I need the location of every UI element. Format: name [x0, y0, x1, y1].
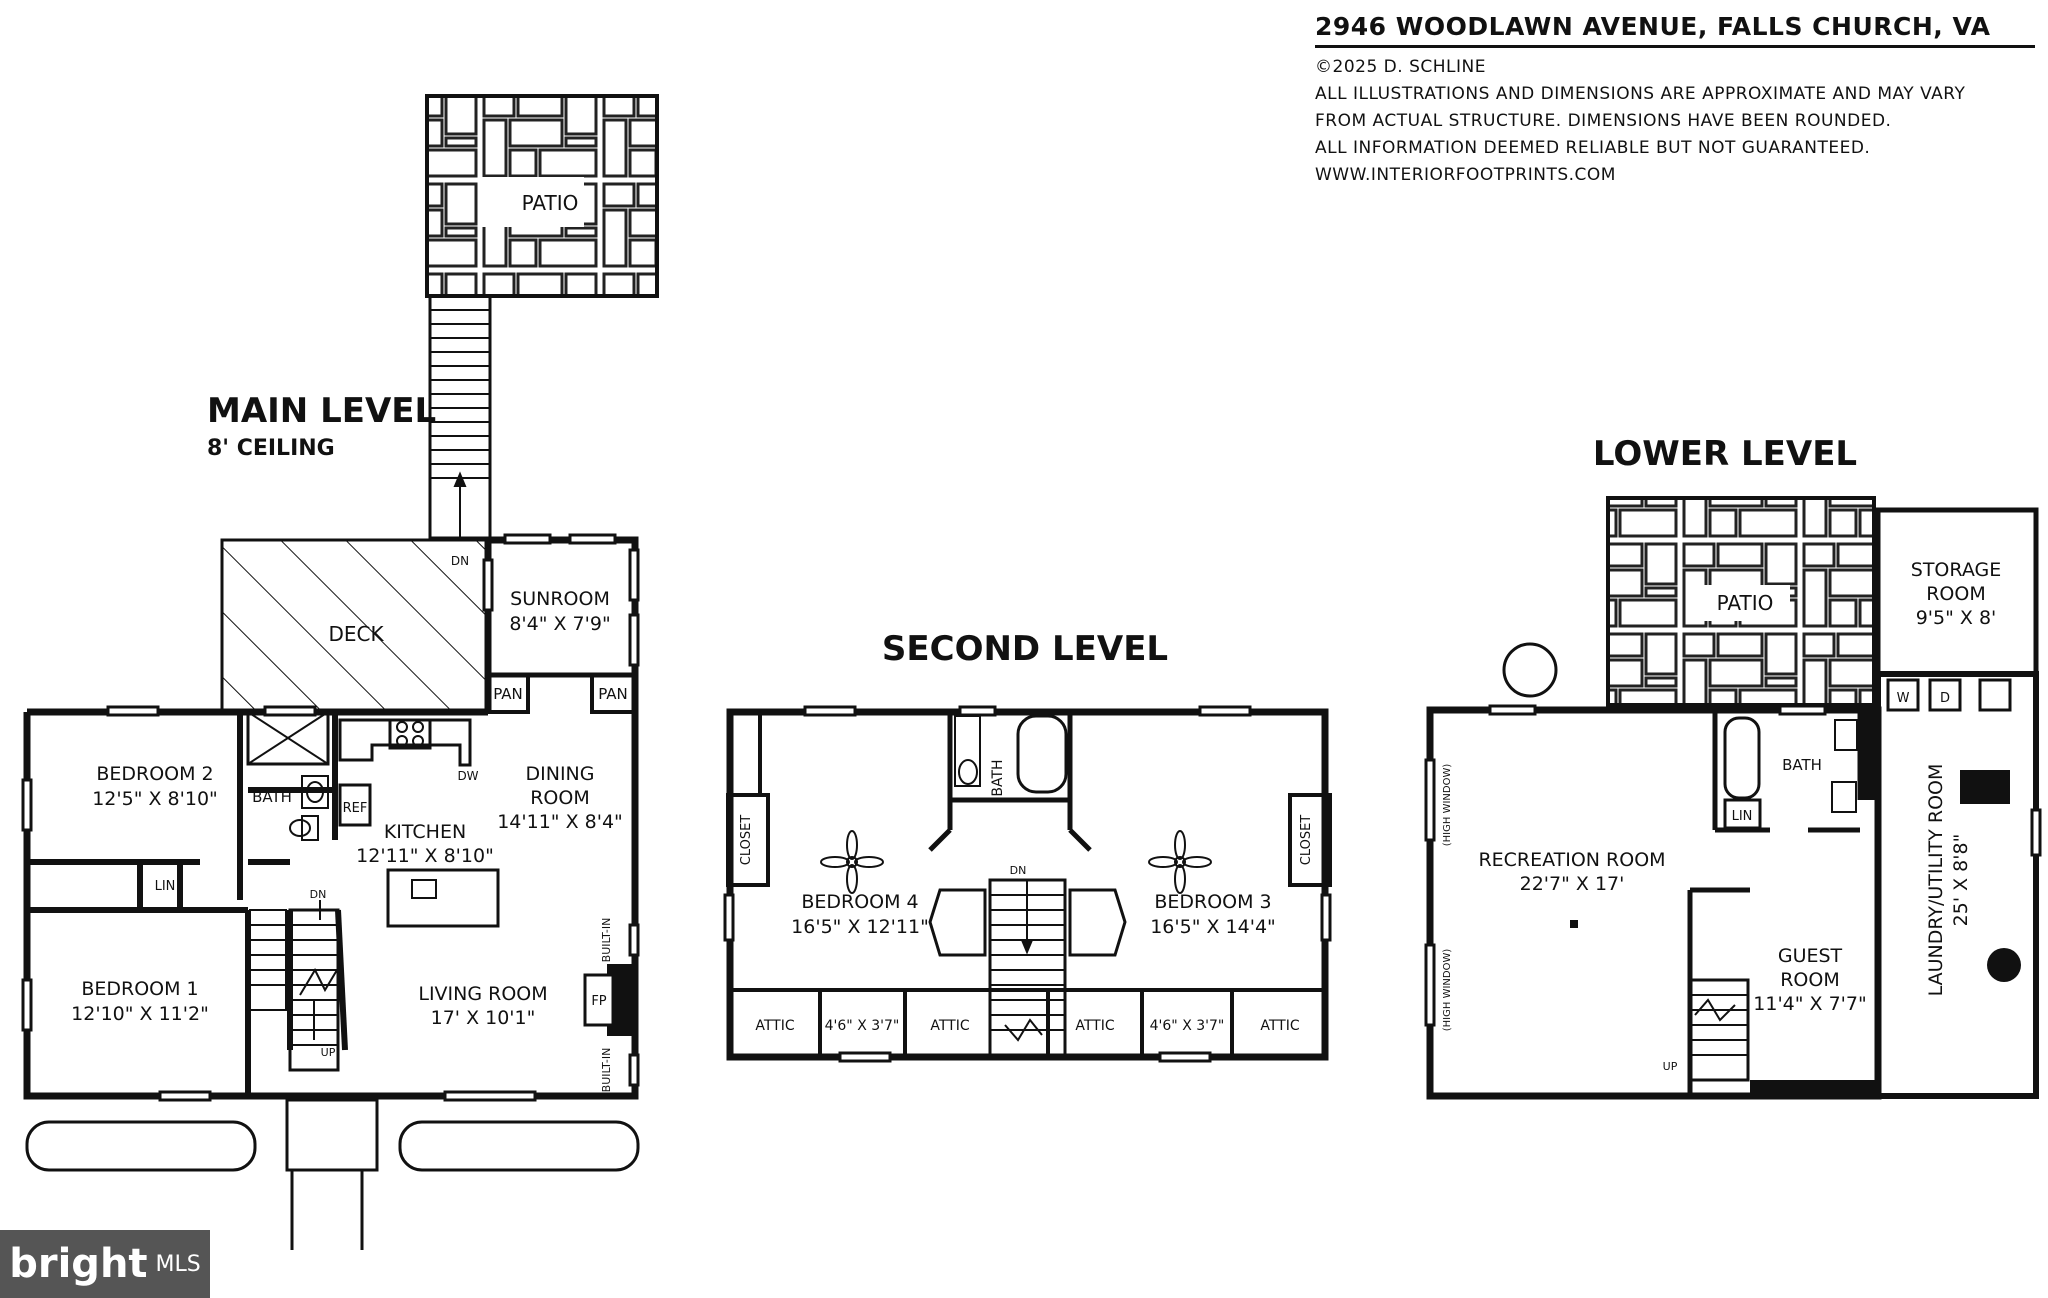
- dishwasher-label: DW: [457, 769, 478, 783]
- lower-bath-label: BATH: [1782, 756, 1822, 774]
- built-in-label: BUILT-IN: [600, 1048, 613, 1093]
- main-level-ceiling: 8' CEILING: [207, 436, 335, 461]
- pantry-label: PAN: [493, 685, 523, 703]
- second-level: [723, 705, 1332, 1063]
- bedroom-2-label: BEDROOM 2: [96, 763, 213, 785]
- laundry-room-dims: 25' X 8'8": [1950, 834, 1972, 927]
- disclaimer-line: ALL ILLUSTRATIONS AND DIMENSIONS ARE APP…: [1315, 84, 1966, 104]
- bedroom-3-dims: 16'5" X 14'4": [1150, 916, 1276, 938]
- deck-label: DECK: [328, 622, 384, 646]
- guest-room-label: GUEST: [1778, 945, 1843, 967]
- recreation-room-dims: 22'7" X 17': [1520, 873, 1625, 895]
- lower-level: [1424, 496, 2042, 1100]
- stairs-dn-label: DN: [1010, 864, 1027, 877]
- attic-label: ATTIC: [1075, 1018, 1114, 1034]
- lower-level-labels: LOWER LEVEL PATIO STORAGE ROOM 9'5" X 8'…: [1442, 434, 2001, 1073]
- closet-label: CLOSET: [1299, 815, 1314, 866]
- attic-label: ATTIC: [930, 1018, 969, 1034]
- storage-room-label: STORAGE: [1911, 559, 2001, 581]
- disclaimer-line: ALL INFORMATION DEEMED RELIABLE BUT NOT …: [1315, 138, 1871, 158]
- main-patio-steps: [428, 294, 492, 540]
- pantry-label: PAN: [598, 685, 628, 703]
- living-room-label: LIVING ROOM: [418, 983, 547, 1005]
- bedroom-1-dims: 12'10" X 11'2": [71, 1003, 209, 1025]
- property-address: 2946 WOODLAWN AVENUE, FALLS CHURCH, VA: [1315, 12, 2035, 48]
- guest-room-dims: 11'4" X 7'7": [1753, 993, 1866, 1015]
- main-stairs: [249, 900, 341, 1072]
- sunroom-label: SUNROOM: [510, 588, 610, 610]
- copyright: ©2025 D. SCHLINE: [1315, 57, 1486, 77]
- attic-dims: 4'6" X 3'7": [825, 1018, 900, 1034]
- laundry-room-label: LAUNDRY/UTILITY ROOM: [1925, 764, 1947, 997]
- guest-room-label: ROOM: [1780, 969, 1840, 991]
- high-window-label: (HIGH WINDOW): [1442, 949, 1453, 1032]
- deck-dn-label: DN: [451, 554, 469, 568]
- kitchen-label: KITCHEN: [384, 821, 466, 843]
- main-patio-label: PATIO: [522, 191, 579, 215]
- logo-brand: bright: [9, 1241, 148, 1287]
- second-level-title: SECOND LEVEL: [882, 629, 1168, 669]
- dining-label: ROOM: [530, 787, 590, 809]
- main-level-labels: MAIN LEVEL 8' CEILING PATIO DECK DN SUNR…: [71, 191, 628, 1092]
- stairs-dn-label: DN: [310, 888, 327, 901]
- dining-label: DINING: [526, 763, 595, 785]
- lower-patio-label: PATIO: [1717, 591, 1774, 615]
- dryer-label: D: [1940, 691, 1950, 706]
- storage-room-dims: 9'5" X 8': [1916, 607, 1997, 629]
- living-room-dims: 17' X 10'1": [431, 1007, 536, 1029]
- stairs-up-label: UP: [1663, 1060, 1678, 1073]
- second-bath-label: BATH: [990, 759, 1006, 796]
- bedroom-3-label: BEDROOM 3: [1154, 891, 1271, 913]
- sunroom-dims: 8'4" X 7'9": [509, 613, 610, 635]
- recreation-room-label: RECREATION ROOM: [1478, 849, 1665, 871]
- attic-label: ATTIC: [1260, 1018, 1299, 1034]
- ceiling-fan-icon: [820, 830, 884, 894]
- second-level-stairs: [928, 878, 1127, 1057]
- bedroom-1-label: BEDROOM 1: [81, 978, 198, 1000]
- main-level-title: MAIN LEVEL: [207, 391, 436, 431]
- bright-mls-logo: bright MLS: [0, 1230, 210, 1298]
- plan-header: 2946 WOODLAWN AVENUE, FALLS CHURCH, VA ©…: [1315, 12, 2035, 189]
- storage-room-label: ROOM: [1926, 583, 1986, 605]
- attic-dims: 4'6" X 3'7": [1150, 1018, 1225, 1034]
- fireplace-label: FP: [591, 994, 606, 1009]
- disclaimer-line: FROM ACTUAL STRUCTURE. DIMENSIONS HAVE B…: [1315, 111, 1892, 131]
- lower-level-title: LOWER LEVEL: [1593, 434, 1857, 474]
- closet-label: CLOSET: [739, 815, 754, 866]
- built-in-label: BUILT-IN: [600, 918, 613, 963]
- ref-label: REF: [343, 801, 368, 816]
- bedroom-4-dims: 16'5" X 12'11": [791, 916, 929, 938]
- main-bath-label: BATH: [252, 788, 292, 806]
- stairs-up-label: UP: [321, 1046, 336, 1059]
- bedroom-2-dims: 12'5" X 8'10": [92, 788, 218, 810]
- logo-mls: MLS: [155, 1251, 201, 1277]
- lower-stairs: [1688, 978, 1750, 1082]
- website: WWW.INTERIORFOOTPRINTS.COM: [1315, 165, 1616, 185]
- attic-label: ATTIC: [755, 1018, 794, 1034]
- bedroom-4-label: BEDROOM 4: [801, 891, 918, 913]
- washer-label: W: [1897, 691, 1910, 706]
- lower-linen-label: LIN: [1732, 809, 1753, 824]
- second-level-labels: SECOND LEVEL CLOSET CLOSET BATH BEDROOM …: [739, 629, 1314, 1034]
- high-window-label: (HIGH WINDOW): [1442, 764, 1453, 847]
- ceiling-fan-icon: [1148, 830, 1212, 894]
- dining-dims: 14'11" X 8'4": [497, 811, 623, 833]
- main-level: [21, 94, 659, 1250]
- linen-label: LIN: [155, 879, 176, 894]
- kitchen-dims: 12'11" X 8'10": [356, 845, 494, 867]
